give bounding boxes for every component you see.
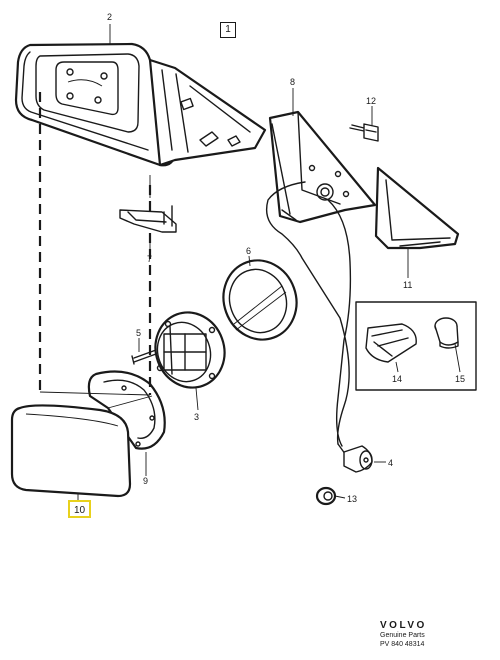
part-document-number: PV 840 48314 [380,641,425,648]
part-13-grommet[interactable] [315,486,337,506]
page-number-box: 1 [220,22,236,38]
part-8-mirror-base[interactable] [268,110,377,224]
part-7-bracket[interactable] [119,205,177,233]
volvo-logo: VOLVO [380,620,427,631]
part-10-mirror-glass[interactable] [10,404,132,498]
part-5-screw[interactable] [131,349,157,365]
part-14-switch[interactable] [365,323,417,363]
callout-15: 15 [455,374,465,384]
part-12-screw[interactable] [349,123,379,142]
parts-14-15-box [355,301,477,391]
part-4-connector[interactable] [343,445,373,473]
callout-2: 2 [107,12,112,22]
part-6-seal-ring[interactable] [212,250,307,350]
part-2-mirror-housing[interactable] [14,42,267,167]
callout-8: 8 [290,77,295,87]
part-9-mounting-ring[interactable] [87,370,166,450]
callout-10-highlighted[interactable]: 10 [68,500,91,518]
callout-12: 12 [366,96,376,106]
part-3-mirror-motor[interactable] [145,303,235,398]
part-11-inner-cover[interactable] [374,166,460,250]
callout-7: 7 [147,254,152,264]
callout-4: 4 [388,458,393,468]
callout-5: 5 [136,328,141,338]
callout-6: 6 [246,246,251,256]
volvo-brand-block: VOLVO Genuine Parts PV 840 48314 [380,620,427,649]
callout-9: 9 [143,476,148,486]
callout-13: 13 [347,494,357,504]
leader-lines [77,24,461,500]
genuine-parts-label: Genuine Parts [380,632,425,639]
callout-11: 11 [403,280,412,290]
part-15-knob[interactable] [434,317,459,349]
wiring-harness [265,181,352,459]
callout-labels: 2 8 12 7 6 11 5 14 15 3 9 4 13 [107,12,465,504]
callout-3: 3 [194,412,199,422]
callout-14: 14 [392,374,402,384]
